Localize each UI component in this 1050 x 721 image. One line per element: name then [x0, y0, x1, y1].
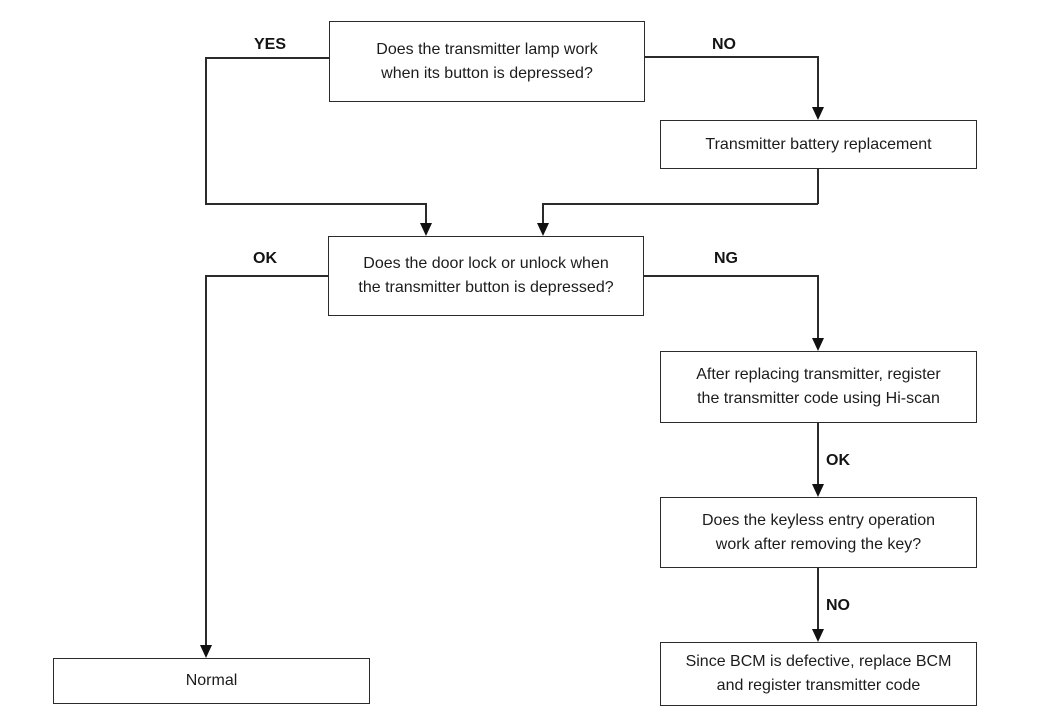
connector-battery-merge-horizontal	[543, 203, 818, 205]
action-replace-bcm: Since BCM is defective, replace BCM and …	[660, 642, 977, 706]
action-register-transmitter-code-line1: After replacing transmitter, register	[696, 366, 941, 383]
arrow-into-bcm-box	[812, 629, 824, 642]
connector-yes-vertical	[205, 57, 207, 204]
connector-no-horizontal	[645, 56, 818, 58]
action-battery-replacement-line1: Transmitter battery replacement	[705, 135, 932, 153]
action-register-transmitter-code: After replacing transmitter, register th…	[660, 351, 977, 423]
decision-transmitter-lamp-line2: when its button is depressed?	[381, 64, 593, 82]
edge-label-no-bottom: NO	[826, 597, 850, 614]
connector-ng-horizontal	[644, 275, 818, 277]
connector-ok-right-vertical	[817, 423, 819, 485]
decision-door-lock-line2: the transmitter button is depressed?	[358, 279, 614, 296]
edge-label-ok-right: OK	[826, 452, 850, 469]
decision-door-lock: Does the door lock or unlock when the tr…	[328, 236, 644, 316]
connector-battery-merge-vertical	[542, 203, 544, 225]
action-battery-replacement: Transmitter battery replacement	[660, 120, 977, 169]
action-replace-bcm-line2: and register transmitter code	[716, 677, 921, 694]
connector-yes-horizontal	[205, 57, 329, 59]
edge-label-no-top: NO	[712, 36, 736, 53]
arrow-into-battery-box	[812, 107, 824, 120]
decision-transmitter-lamp-line1: Does the transmitter lamp work	[376, 40, 598, 58]
action-replace-bcm-line1: Since BCM is defective, replace BCM	[685, 653, 952, 670]
decision-keyless-entry-line2: work after removing the key?	[715, 535, 922, 553]
connector-yes-merge-vertical	[425, 203, 427, 225]
arrow-into-register-box	[812, 338, 824, 351]
result-normal-line1: Normal	[185, 672, 238, 689]
edge-label-ok-left: OK	[253, 250, 277, 267]
connector-ok-horizontal	[205, 275, 328, 277]
connector-yes-merge-horizontal	[205, 203, 427, 205]
result-normal: Normal	[53, 658, 370, 704]
decision-keyless-entry-line1: Does the keyless entry operation	[701, 511, 935, 529]
edge-label-yes: YES	[253, 36, 286, 53]
decision-door-lock-line1: Does the door lock or unlock when	[363, 255, 609, 272]
connector-no-vertical	[817, 56, 819, 110]
decision-transmitter-lamp: Does the transmitter lamp work when its …	[329, 21, 645, 102]
action-register-transmitter-code-line2: the transmitter code using Hi-scan	[697, 390, 940, 407]
arrow-into-keyless-box	[812, 484, 824, 497]
connector-ng-vertical	[817, 275, 819, 341]
arrow-into-door-question-right	[537, 223, 549, 236]
connector-ok-vertical	[205, 275, 207, 647]
arrow-into-door-question-left	[420, 223, 432, 236]
edge-label-ng: NG	[714, 250, 738, 267]
connector-battery-down-vertical	[817, 169, 819, 204]
decision-keyless-entry: Does the keyless entry operation work af…	[660, 497, 977, 568]
connector-no-bottom-vertical	[817, 568, 819, 630]
arrow-into-normal-box	[200, 645, 212, 658]
